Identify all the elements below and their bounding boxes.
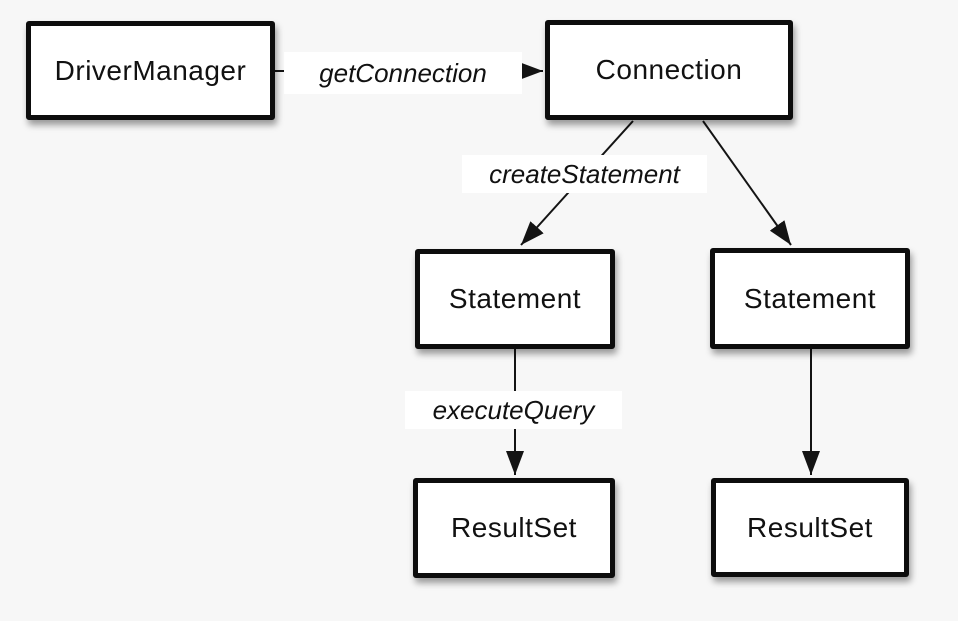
edge-label-executequery: executeQuery — [405, 391, 622, 429]
node-connection: Connection — [545, 20, 793, 120]
edge-label-createstatement: createStatement — [462, 155, 707, 193]
edge-label-getconnection-text: getConnection — [319, 57, 487, 88]
node-drivermanager: DriverManager — [26, 21, 275, 120]
node-resultset-right: ResultSet — [711, 478, 909, 577]
node-connection-label: Connection — [595, 54, 743, 85]
node-statement-right: Statement — [710, 248, 910, 349]
node-statement-left-label: Statement — [448, 283, 582, 314]
node-resultset-left: ResultSet — [413, 478, 615, 578]
edge-label-getconnection: getConnection — [284, 52, 522, 94]
edge-label-createstatement-text: createStatement — [489, 158, 680, 189]
node-statement-right-label: Statement — [743, 282, 877, 314]
node-resultset-left-label: ResultSet — [451, 512, 577, 543]
node-resultset-right-label: ResultSet — [747, 511, 873, 543]
node-drivermanager-label: DriverManager — [54, 54, 247, 86]
edge-label-executequery-text: executeQuery — [432, 394, 595, 425]
edge-connection-to-statement-right-line — [702, 120, 792, 246]
node-statement-left: Statement — [415, 249, 615, 349]
